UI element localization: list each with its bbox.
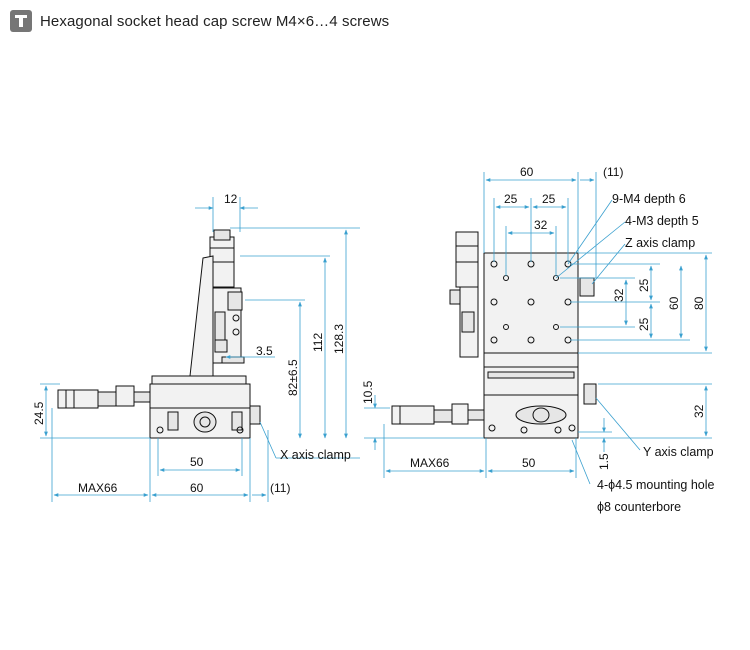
dim-r80: 80 xyxy=(692,296,706,310)
dim-112: 112 xyxy=(311,333,325,352)
dim-front-max66: MAX66 xyxy=(410,456,450,470)
t-stage-icon xyxy=(10,10,32,32)
top-plate xyxy=(483,252,579,354)
side-dimensions: 12 128.3 112 82±6.5 3.5 24.5 50 xyxy=(32,192,360,502)
x-clamp-leader xyxy=(259,421,277,459)
dim-60: 60 xyxy=(190,481,204,495)
z-bracket xyxy=(189,255,214,377)
dim-50: 50 xyxy=(190,455,204,469)
dim-s25b: 25 xyxy=(542,192,556,206)
m4-leader xyxy=(567,199,613,265)
dim-r25a: 25 xyxy=(637,278,651,292)
counterbore-label: ϕ8 counterbore xyxy=(597,500,681,514)
mount-holes xyxy=(490,260,572,344)
y-clamp-knob xyxy=(583,383,597,405)
dim-top-60: 60 xyxy=(520,165,534,179)
dim-r25b: 25 xyxy=(637,317,651,331)
y-axis-clamp-label: Y axis clamp xyxy=(643,445,714,459)
front-dimensions: 60 (11) 25 25 32 32 xyxy=(361,165,712,478)
y-slide xyxy=(151,375,247,385)
dim-12: 12 xyxy=(224,192,238,206)
dim-1-5: 1.5 xyxy=(597,453,611,470)
x-body xyxy=(149,383,251,409)
header: Hexagonal socket head cap screw M4×6…4 s… xyxy=(10,8,389,34)
y-clamp-leader xyxy=(595,397,641,451)
dim-r32b: 32 xyxy=(692,404,706,418)
side-view: 12 128.3 112 82±6.5 3.5 24.5 50 xyxy=(32,192,360,502)
dim-10-5: 10.5 xyxy=(361,380,375,404)
dim-max66: MAX66 xyxy=(78,481,118,495)
z-clamp-knob xyxy=(579,277,595,297)
dim-s32: 32 xyxy=(534,218,548,232)
dim-3-5: 3.5 xyxy=(256,344,273,358)
m3-leader xyxy=(555,221,626,279)
dim-128-3: 128.3 xyxy=(332,324,346,354)
dim-front-50: 50 xyxy=(522,456,536,470)
dim-s25a: 25 xyxy=(504,192,518,206)
z-micrometer-front xyxy=(455,231,479,288)
m4-label: 9-M4 depth 6 xyxy=(612,192,686,206)
z-clamp-leader xyxy=(591,243,626,285)
dim-11: (11) xyxy=(270,481,290,495)
holes-leader xyxy=(571,439,591,485)
x-clamp-knob xyxy=(249,405,261,425)
dim-r60: 60 xyxy=(667,296,681,310)
y-stage xyxy=(483,366,579,396)
dim-r32: 32 xyxy=(612,288,626,302)
x-micrometer xyxy=(57,389,99,409)
dim-top-11: (11) xyxy=(603,165,623,179)
m3-label: 4-M3 depth 5 xyxy=(625,214,699,228)
header-title: Hexagonal socket head cap screw M4×6…4 s… xyxy=(40,12,390,30)
dim-24-5: 24.5 xyxy=(32,401,46,425)
x-micrometer-front xyxy=(391,405,435,425)
front-view: 60 (11) 25 25 32 32 xyxy=(361,165,715,514)
x-axis-clamp-label: X axis clamp xyxy=(280,448,351,462)
mounting-hole-label: 4-ϕ4.5 mounting hole xyxy=(597,478,715,492)
z-axis-clamp-label: Z axis clamp xyxy=(625,236,695,250)
dim-82: 82±6.5 xyxy=(286,359,300,396)
